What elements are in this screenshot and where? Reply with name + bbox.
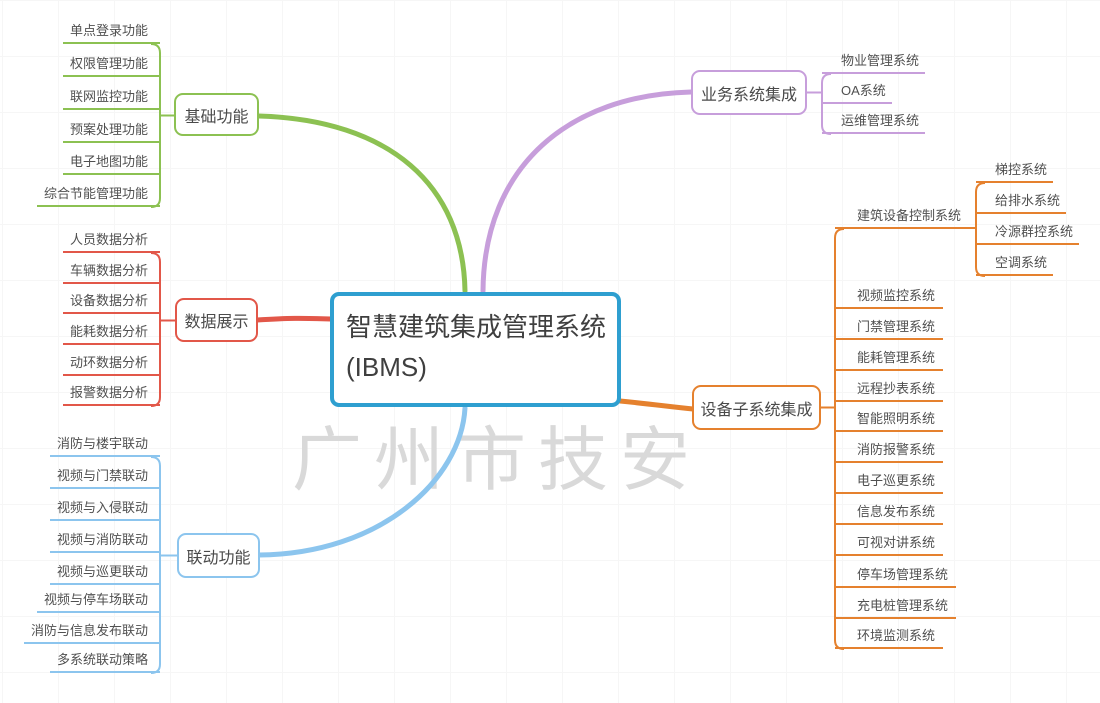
topic-label: 数据展示 (184, 314, 249, 331)
subtopic[interactable]: 视频与门禁联动 (49, 463, 160, 489)
subtopic[interactable]: 能耗数据分析 (62, 319, 160, 345)
subtopic[interactable]: 设备数据分析 (62, 288, 160, 314)
subtopic[interactable]: 信息发布系统 (835, 499, 944, 525)
subtopic[interactable]: 可视对讲系统 (835, 530, 944, 556)
subtopic[interactable]: 人员数据分析 (62, 227, 160, 253)
subtopic[interactable]: 视频与巡更联动 (49, 559, 160, 585)
subtopic[interactable]: 权限管理功能 (62, 51, 160, 77)
subtopic[interactable]: 冷源群控系统 (976, 219, 1080, 245)
subtopic[interactable]: 视频与停车场联动 (36, 587, 160, 613)
topic-label: 设备子系统集成 (700, 401, 813, 419)
subtopic[interactable]: 物业管理系统 (822, 48, 926, 74)
subtopic[interactable]: 电子地图功能 (62, 149, 160, 175)
subtopic[interactable]: 视频监控系统 (835, 283, 944, 309)
subtopic[interactable]: 消防与楼宇联动 (49, 431, 160, 457)
subtopic[interactable]: 远程抄表系统 (835, 376, 944, 402)
central-topic-title: 智慧建筑集成管理系统 (346, 312, 607, 342)
subtopic[interactable]: 充电桩管理系统 (835, 593, 957, 619)
subtopic[interactable]: 环境监测系统 (835, 623, 944, 649)
subtopic[interactable]: 智能照明系统 (835, 406, 944, 432)
subtopic[interactable]: 停车场管理系统 (835, 562, 957, 588)
connector-basic (256, 113, 468, 294)
connector-linkage (256, 405, 468, 558)
subtopic[interactable]: 车辆数据分析 (62, 258, 160, 284)
topic-business-integration[interactable]: 业务系统集成 (691, 70, 807, 115)
subtopic[interactable]: 预案处理功能 (62, 117, 160, 143)
subtopic[interactable]: 视频与消防联动 (49, 527, 160, 553)
subtopic[interactable]: OA系统 (822, 78, 892, 104)
subtopic[interactable]: 视频与入侵联动 (49, 495, 160, 521)
subtopic-building-control[interactable]: 建筑设备控制系统 (835, 203, 976, 229)
subtopic[interactable]: 能耗管理系统 (835, 345, 944, 371)
central-topic-subtitle: (IBMS) (346, 352, 427, 382)
subtopic[interactable]: 电子巡更系统 (835, 468, 944, 494)
subtopic[interactable]: 运维管理系统 (822, 108, 926, 134)
subtopic[interactable]: 单点登录功能 (62, 18, 160, 44)
topic-device-integration[interactable]: 设备子系统集成 (692, 385, 821, 430)
subtopic[interactable]: 联网监控功能 (62, 84, 160, 110)
subtopic[interactable]: 门禁管理系统 (835, 314, 944, 340)
topic-label: 基础功能 (184, 108, 249, 126)
topic-basic-functions[interactable]: 基础功能 (174, 93, 259, 136)
subtopic[interactable]: 报警数据分析 (62, 380, 160, 406)
connector-device (617, 398, 696, 412)
subtopic[interactable]: 给排水系统 (976, 188, 1067, 214)
connector-data-display (254, 315, 334, 323)
subtopic[interactable]: 消防与信息发布联动 (23, 618, 160, 644)
topic-linkage-functions[interactable]: 联动功能 (177, 533, 260, 578)
subtopic[interactable]: 多系统联动策略 (49, 647, 160, 673)
topic-label: 业务系统集成 (700, 86, 797, 104)
topic-data-display[interactable]: 数据展示 (175, 298, 258, 342)
watermark-text: 广州市技安 (292, 423, 702, 500)
subtopic[interactable]: 综合节能管理功能 (36, 181, 160, 207)
subtopic[interactable]: 消防报警系统 (835, 437, 944, 463)
subtopic[interactable]: 动环数据分析 (62, 350, 160, 376)
subtopic[interactable]: 梯控系统 (976, 157, 1054, 183)
connector-business (480, 89, 694, 294)
topic-label: 联动功能 (186, 549, 251, 567)
subtopic[interactable]: 空调系统 (976, 250, 1054, 276)
central-topic[interactable]: 智慧建筑集成管理系统 (IBMS) (330, 292, 621, 407)
